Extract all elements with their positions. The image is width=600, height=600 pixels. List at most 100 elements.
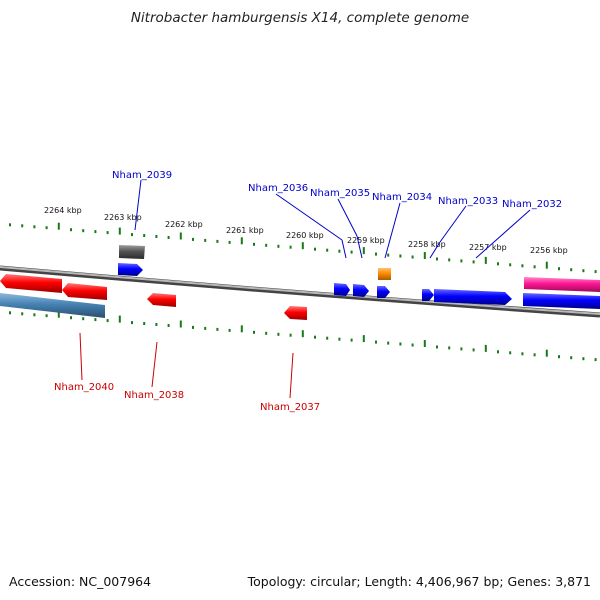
callout-nham-2036-drop xyxy=(341,239,347,259)
gene-nham-2039[interactable] xyxy=(118,263,143,276)
inner-minor-tick xyxy=(448,346,451,350)
outer-minor-tick xyxy=(143,234,146,237)
inner-major-tick xyxy=(423,340,426,347)
outer-major-tick xyxy=(240,237,243,245)
outer-minor-tick xyxy=(350,250,353,254)
gene-label-nham-2039[interactable]: Nham_2039 xyxy=(112,170,172,181)
inner-minor-tick xyxy=(582,357,585,361)
outer-major-tick xyxy=(423,252,426,259)
outer-minor-tick xyxy=(216,239,219,243)
outer-minor-tick xyxy=(106,231,109,235)
outer-major-tick xyxy=(301,242,304,250)
inner-minor-tick xyxy=(558,355,560,359)
tick-label-2263: 2263 kbp xyxy=(104,213,142,222)
tick-label-2256: 2256 kbp xyxy=(530,246,568,255)
gene-label-nham-2035[interactable]: Nham_2035 xyxy=(310,188,370,199)
gene-nham-2033[interactable] xyxy=(434,289,512,305)
gene-nham-2038[interactable] xyxy=(147,293,176,307)
callout-nham-2038 xyxy=(151,341,158,388)
outer-minor-tick xyxy=(582,269,585,273)
outer-minor-tick xyxy=(387,253,390,257)
inner-minor-tick xyxy=(228,328,231,332)
gene-nham-2036[interactable] xyxy=(334,283,350,296)
outer-minor-tick xyxy=(70,228,72,232)
reverse-strand-genes xyxy=(0,274,307,320)
inner-minor-tick xyxy=(399,342,402,346)
gene-nham-2035[interactable] xyxy=(353,284,369,297)
inner-minor-tick xyxy=(204,326,207,330)
outer-minor-tick xyxy=(228,240,231,244)
outer-minor-tick xyxy=(411,255,414,259)
outer-minor-tick xyxy=(265,243,268,247)
outer-major-tick xyxy=(57,222,60,230)
outer-minor-tick xyxy=(375,252,377,256)
forward-strand-genes xyxy=(118,245,600,309)
outer-minor-tick xyxy=(33,225,36,229)
outer-minor-tick xyxy=(460,259,463,263)
chromosome-backbone-highlight xyxy=(0,266,600,315)
gene-label-nham-2036[interactable]: Nham_2036 xyxy=(248,183,308,194)
outer-minor-tick xyxy=(253,242,255,246)
gene-nham-2032-pink[interactable] xyxy=(524,277,600,292)
gene-label-nham-2038[interactable]: Nham_2038 xyxy=(124,390,184,401)
inner-minor-tick xyxy=(131,321,133,325)
inner-minor-tick xyxy=(594,358,597,362)
map-title: Nitrobacter hamburgensis X14, complete g… xyxy=(130,10,470,26)
callout-nham-2034 xyxy=(384,202,401,259)
inner-major-tick xyxy=(57,310,60,318)
gene-nham-2037[interactable] xyxy=(284,306,307,320)
callout-nham-2036 xyxy=(275,193,343,241)
inner-minor-tick xyxy=(314,335,316,339)
inner-minor-tick xyxy=(33,313,36,317)
outer-minor-tick xyxy=(594,270,597,274)
tick-label-2261: 2261 kbp xyxy=(226,226,264,235)
topology-label: Topology: circular; Length: 4,406,967 bp… xyxy=(247,574,591,589)
gene-labels: Nham_2039 Nham_2036 Nham_2035 Nham_2034 … xyxy=(54,170,562,413)
gene-nham-2040-a[interactable] xyxy=(0,274,62,293)
callout-nham-2033 xyxy=(439,205,467,243)
tick-label-2264: 2264 kbp xyxy=(44,206,82,215)
gene-nham-2040-steel[interactable] xyxy=(0,293,105,318)
outer-minor-tick xyxy=(314,247,316,251)
label-callouts xyxy=(79,179,531,399)
tick-label-2260: 2260 kbp xyxy=(286,231,324,240)
inner-minor-tick xyxy=(106,319,109,323)
inner-major-tick xyxy=(545,349,548,357)
outer-minor-tick xyxy=(289,245,292,249)
inner-minor-tick xyxy=(143,322,146,325)
inner-minor-tick xyxy=(45,314,48,318)
inner-minor-tick xyxy=(167,324,170,327)
inner-minor-tick xyxy=(9,311,11,315)
accession-label: Accession: NC_007964 xyxy=(9,574,152,589)
gene-label-nham-2034[interactable]: Nham_2034 xyxy=(372,192,432,203)
gene-label-nham-2037[interactable]: Nham_2037 xyxy=(260,402,320,413)
outer-major-tick xyxy=(545,261,548,269)
gene-nham-2033-small[interactable] xyxy=(422,289,434,301)
gene-nham-2034-orange[interactable] xyxy=(378,268,391,280)
outer-minor-tick xyxy=(94,230,97,234)
gene-label-nham-2040[interactable]: Nham_2040 xyxy=(54,382,114,393)
outer-minor-tick xyxy=(326,248,329,252)
gene-label-nham-2033[interactable]: Nham_2033 xyxy=(438,196,498,207)
gene-nham-2040-b[interactable] xyxy=(62,283,107,300)
gene-nham-2034[interactable] xyxy=(377,286,390,298)
outer-minor-tick xyxy=(277,244,280,248)
gene-nham-2032[interactable] xyxy=(523,293,600,309)
callout-nham-2039 xyxy=(134,179,142,231)
inner-minor-tick xyxy=(533,353,536,357)
inner-minor-tick xyxy=(82,317,85,321)
inner-minor-tick xyxy=(338,337,341,341)
inner-minor-tick xyxy=(289,333,292,337)
inner-major-tick xyxy=(484,344,487,352)
inner-minor-tick xyxy=(472,348,475,352)
inner-minor-tick xyxy=(521,352,524,356)
inner-minor-tick xyxy=(411,343,414,347)
gene-nham-2039-gray[interactable] xyxy=(119,245,145,259)
inner-minor-tick xyxy=(216,327,219,331)
outer-minor-tick xyxy=(570,268,573,272)
callout-nham-2032 xyxy=(475,209,531,259)
outer-minor-tick xyxy=(82,229,85,233)
outer-minor-tick xyxy=(448,258,451,262)
inner-major-tick xyxy=(362,335,365,343)
gene-label-nham-2032[interactable]: Nham_2032 xyxy=(502,199,562,210)
